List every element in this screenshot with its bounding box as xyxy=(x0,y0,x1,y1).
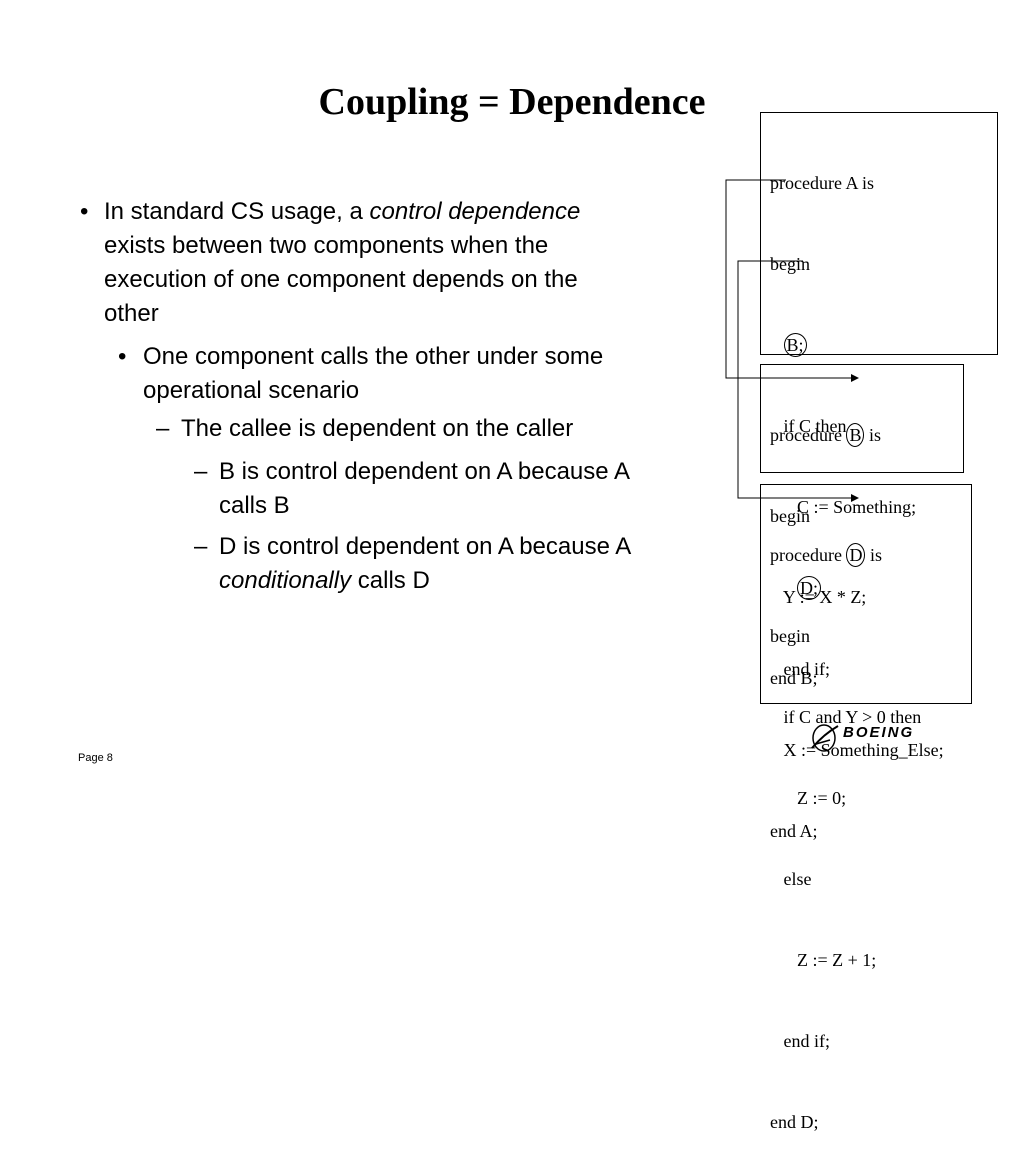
circled-procedure-d: D xyxy=(846,543,866,567)
code-line: Z := Z + 1; xyxy=(770,950,877,970)
circled-call-b: B; xyxy=(783,333,807,357)
procedure-b-box: procedure B is begin Y := X * Z; end B; xyxy=(760,364,964,688)
italic-text: conditionally xyxy=(219,567,352,594)
bullet-line: calls B xyxy=(219,489,290,523)
slide-title: Coupling = Dependence xyxy=(318,81,706,123)
text: The callee is dependent on the caller xyxy=(181,415,574,442)
bullet-marker: • xyxy=(80,198,89,225)
code-line-call-b: B; xyxy=(770,332,988,359)
bullet-line: other xyxy=(104,297,159,331)
code-line: begin xyxy=(770,626,810,646)
code-line: end if; xyxy=(770,659,831,679)
text: D is control dependent on A because A xyxy=(219,533,632,560)
bullet-marker: – xyxy=(194,533,208,560)
code-line: end D; xyxy=(770,1112,819,1132)
code-line: Y := X * Z; xyxy=(770,587,867,607)
bullet-line: In standard CS usage, a control dependen… xyxy=(104,195,580,229)
code-line: procedure A is xyxy=(770,173,874,193)
boeing-logo-icon xyxy=(811,724,839,752)
code-line: X := Something_Else; xyxy=(770,740,944,760)
bullet-line: conditionally calls D xyxy=(219,564,430,598)
text: operational scenario xyxy=(143,377,360,404)
text: exists between two components when the xyxy=(104,232,549,259)
text: B is control dependent on A because A xyxy=(219,458,630,485)
code-line-call-d: D; xyxy=(770,575,988,602)
bullet-line: D is control dependent on A because A xyxy=(219,530,631,564)
text: calls D xyxy=(351,567,430,594)
text: One component calls the other under some xyxy=(143,343,604,370)
code-line: C := Something; xyxy=(770,497,917,517)
procedure-a-box: procedure A is begin B; if C then C := S… xyxy=(760,112,998,841)
text: calls B xyxy=(219,492,290,519)
circled-procedure-b: B xyxy=(846,423,865,447)
connector-d xyxy=(737,260,859,502)
code-line: begin xyxy=(770,506,810,526)
bullet-marker: – xyxy=(156,415,170,442)
code-line: end B; xyxy=(770,668,818,688)
bullet-line: The callee is dependent on the caller xyxy=(181,412,573,446)
text: In standard CS usage, a xyxy=(104,198,370,225)
code-line: end A; xyxy=(770,821,818,841)
bullet-line: operational scenario xyxy=(143,374,359,408)
bullet-line: One component calls the other under some xyxy=(143,340,603,374)
bullet-line: B is control dependent on A because A xyxy=(219,455,630,489)
bullet-line: execution of one component depends on th… xyxy=(104,263,578,297)
text: other xyxy=(104,300,159,327)
code-line-header-d: procedure D is xyxy=(770,543,882,567)
code-line: end if; xyxy=(770,1031,831,1051)
boeing-logo-text: BOEING xyxy=(843,724,915,741)
code-line: if C and Y > 0 then xyxy=(770,707,922,727)
code-line: else xyxy=(770,869,812,889)
code-line: if C then xyxy=(770,416,847,436)
page-number: Page 8 xyxy=(78,752,113,764)
connector-b xyxy=(725,179,859,382)
bullet-marker: • xyxy=(118,343,127,370)
text: execution of one component depends on th… xyxy=(104,266,578,293)
italic-text: control dependence xyxy=(369,198,581,225)
code-line: Z := 0; xyxy=(770,788,847,808)
bullet-marker: – xyxy=(194,458,208,485)
call-connectors xyxy=(725,179,859,502)
code-line-header-b: procedure B is xyxy=(770,423,881,447)
circled-call-d: D; xyxy=(797,576,821,600)
code-line: begin xyxy=(770,254,810,274)
bullet-line: exists between two components when the xyxy=(104,229,548,263)
